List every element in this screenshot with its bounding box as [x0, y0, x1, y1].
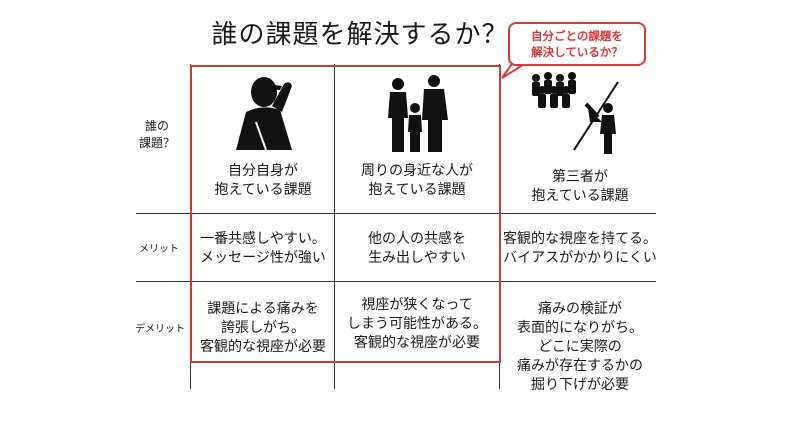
callout-line-2: 解決しているか？ — [531, 45, 623, 59]
column-header-close-line-2: 抱えている課題 — [368, 182, 466, 198]
demerit-third-line-4: 痛みが存在するかの — [517, 358, 643, 374]
grid-vline-2 — [334, 64, 335, 389]
demerit-third-line-1: 痛みの検証が — [538, 301, 622, 317]
column-header-third: 第三者が 抱えている課題 — [502, 168, 658, 206]
page-title: 誰の課題を解決するか？ — [211, 20, 509, 50]
merit-third-line-2: バイアスがかかりにくい — [503, 250, 657, 266]
merit-third-line-1: 客観的な視座を持てる。 — [503, 231, 657, 247]
highlight-box — [190, 65, 501, 363]
demerit-self-line-3: 客観的な視座が必要 — [200, 339, 326, 355]
row-label-who-line-1: 誰の — [144, 119, 169, 133]
column-header-close: 周りの身近な人が 抱えている課題 — [336, 162, 498, 200]
demerit-close: 視座が狭くなって しまう可能性がある。 客観的な視座が必要 — [336, 296, 498, 353]
column-header-self: 自分自身が 抱えている課題 — [192, 162, 334, 200]
crowd-observer-icon — [532, 72, 619, 154]
column-header-third-line-1: 第三者が — [552, 169, 608, 185]
demerit-self-line-1: 課題による痛みを — [207, 301, 319, 317]
family-icon — [388, 75, 448, 152]
demerit-self: 課題による痛みを 誇張しがち。 客観的な視座が必要 — [192, 300, 334, 357]
grid-hline-1 — [136, 213, 656, 214]
merit-close-line-1: 他の人の共感を — [368, 231, 466, 247]
demerit-self-line-2: 誇張しがち。 — [221, 320, 305, 336]
callout-bubble: 自分ごとの課題を 解決しているか？ — [508, 22, 646, 66]
merit-self-line-1: 一番共感しやすい。 — [200, 231, 326, 247]
row-label-who-line-2: 課題？ — [138, 136, 175, 150]
demerit-close-line-2: しまう可能性がある。 — [347, 316, 487, 332]
merit-third: 客観的な視座を持てる。 バイアスがかかりにくい — [502, 230, 658, 268]
callout-line-1: 自分ごとの課題を — [531, 29, 623, 43]
merit-close: 他の人の共感を 生み出しやすい — [336, 230, 498, 268]
row-label-who: 誰の 課題？ — [132, 118, 182, 152]
merit-close-line-2: 生み出しやすい — [368, 250, 466, 266]
demerit-third-line-3: どこに実際の — [538, 339, 622, 355]
demerit-third-line-2: 表面的になりがち。 — [517, 320, 643, 336]
row-label-demerit: デメリット — [135, 324, 185, 335]
distressed-person-icon — [236, 77, 292, 151]
merit-self-line-2: メッセージ性が強い — [200, 250, 326, 266]
column-header-third-line-2: 抱えている課題 — [531, 188, 629, 204]
column-header-close-line-1: 周りの身近な人が — [361, 163, 473, 179]
demerit-third-line-5: 掘り下げが必要 — [531, 377, 629, 393]
demerit-close-line-1: 視座が狭くなって — [361, 297, 473, 313]
column-header-self-line-2: 抱えている課題 — [214, 182, 312, 198]
demerit-third: 痛みの検証が 表面的になりがち。 どこに実際の 痛みが存在するかの 掘り下げが必… — [502, 300, 658, 395]
column-header-self-line-1: 自分自身が — [228, 163, 298, 179]
grid-hline-2 — [136, 281, 656, 282]
demerit-close-line-3: 客観的な視座が必要 — [354, 335, 480, 351]
row-label-merit: メリット — [139, 244, 179, 255]
merit-self: 一番共感しやすい。 メッセージ性が強い — [192, 230, 334, 268]
